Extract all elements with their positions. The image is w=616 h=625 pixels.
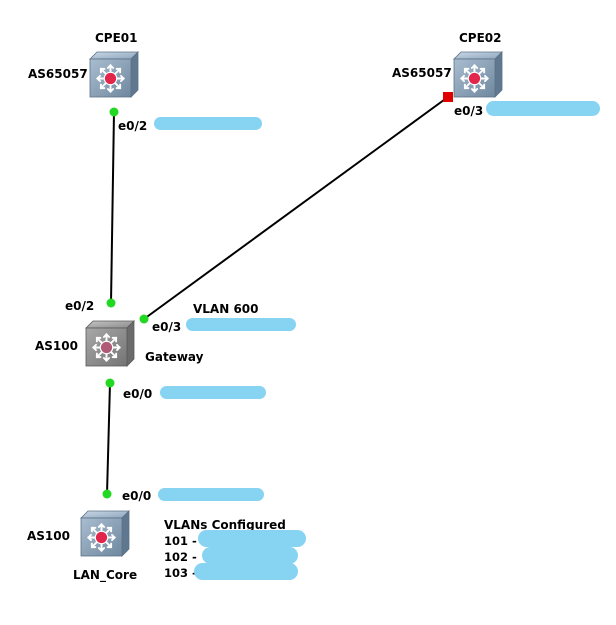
cpe01-name: CPE01 bbox=[95, 31, 138, 45]
gateway-port-e0-2-up bbox=[106, 298, 116, 308]
gateway-as-label: AS100 bbox=[35, 339, 78, 353]
lan-core-port-e0-0-up bbox=[102, 489, 112, 499]
vlan-102-label: 102 - bbox=[164, 550, 197, 564]
lan-core-as-label: AS100 bbox=[27, 529, 70, 543]
cpe01-node[interactable]: CPE01 AS65057 bbox=[28, 31, 139, 98]
gateway-status-light bbox=[99, 340, 114, 355]
cpe02-name: CPE02 bbox=[459, 31, 502, 45]
cpe01-interface-label: e0/2 bbox=[118, 119, 147, 133]
gateway-e0-2-label: e0/2 bbox=[65, 299, 94, 313]
cpe02-node[interactable]: CPE02 AS65057 bbox=[392, 31, 503, 98]
lan-core-node[interactable]: AS100 LAN_Core bbox=[27, 510, 137, 583]
lan-core-e0-0-label: e0/0 bbox=[122, 489, 151, 503]
lan-core-status-light bbox=[94, 530, 109, 545]
gateway-e0-3-label: e0/3 bbox=[152, 320, 181, 334]
link-gateway-lan-core[interactable] bbox=[106, 382, 111, 495]
link-cpe02-gateway[interactable] bbox=[143, 96, 449, 320]
lan-core-name: LAN_Core bbox=[73, 568, 137, 583]
cpe02-interface-label: e0/3 bbox=[454, 104, 483, 118]
redacted-address-lan-core bbox=[158, 488, 264, 501]
switch-icon bbox=[89, 51, 139, 98]
switch-icon bbox=[85, 320, 135, 367]
redacted-address-cpe01 bbox=[154, 117, 262, 130]
cpe02-port-e0-3-down bbox=[443, 92, 453, 102]
vlan-600-label: VLAN 600 bbox=[193, 302, 259, 316]
gateway-node[interactable]: AS100 Gateway bbox=[35, 320, 204, 367]
redacted-address-gateway-e0-0 bbox=[160, 386, 266, 399]
switch-icon bbox=[80, 510, 130, 557]
cpe01-port-e0-2-up bbox=[109, 107, 119, 117]
cpe01-status-light bbox=[103, 71, 118, 86]
cpe01-as-label: AS65057 bbox=[28, 67, 88, 81]
vlan-101-label: 101 - bbox=[164, 534, 197, 548]
switch-icon bbox=[453, 51, 503, 98]
redacted-vlan-names bbox=[194, 530, 306, 580]
vlans-configured-title: VLANs Configured bbox=[164, 518, 286, 532]
gateway-name: Gateway bbox=[145, 350, 204, 364]
gateway-e0-0-label: e0/0 bbox=[123, 387, 152, 401]
redacted-address-gateway-e0-3 bbox=[186, 318, 296, 331]
vlan-103-label: 103 - bbox=[164, 566, 197, 580]
cpe02-as-label: AS65057 bbox=[392, 66, 452, 80]
cpe02-status-light bbox=[467, 71, 482, 86]
link-cpe01-gateway[interactable] bbox=[110, 111, 115, 304]
gateway-port-e0-0-up bbox=[105, 378, 115, 388]
redacted-address-cpe02 bbox=[486, 101, 600, 116]
gateway-port-e0-3-up bbox=[139, 314, 149, 324]
